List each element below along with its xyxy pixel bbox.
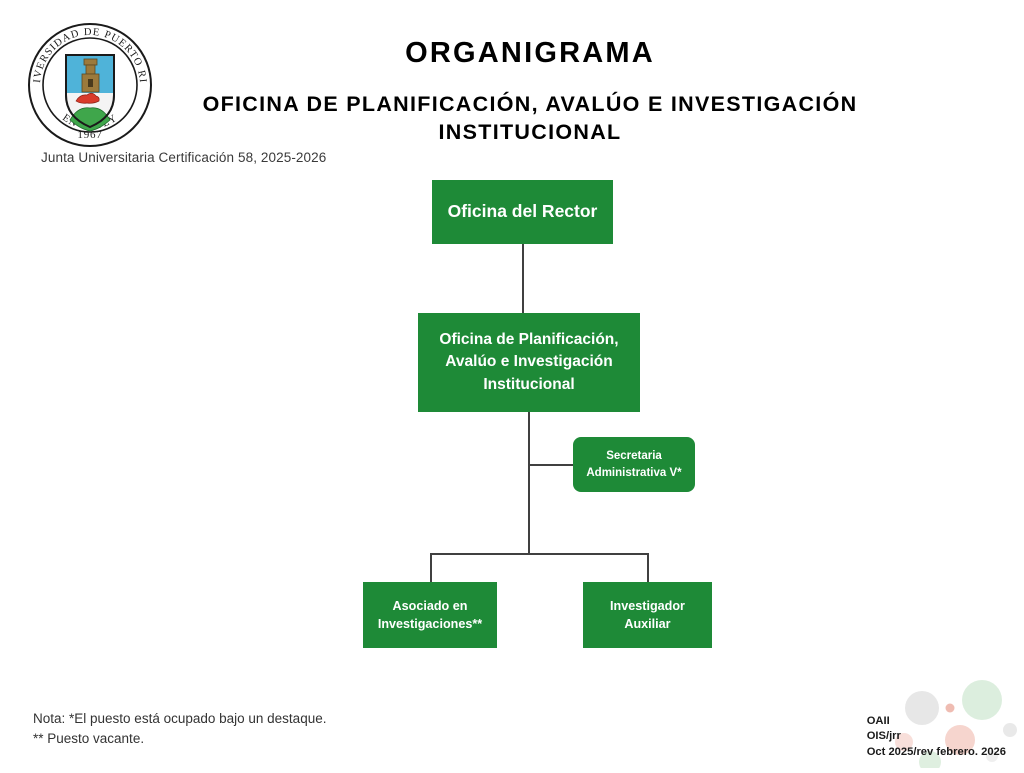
org-node-asociado-investigaciones[interactable]: Asociado en Investigaciones** bbox=[363, 582, 497, 648]
signature-line-2: OIS/jrr bbox=[866, 730, 901, 743]
org-node-oficina-planificacion[interactable]: Oficina de Planificación, Avalúo e Inves… bbox=[418, 313, 640, 412]
seal-year: 1967 bbox=[77, 129, 102, 141]
connector-to-investigador bbox=[647, 553, 649, 582]
footnote-line-2: ** Puesto vacante. bbox=[33, 731, 145, 747]
certification-line: Junta Universitaria Certificación 58, 20… bbox=[41, 150, 327, 165]
org-node-label: Secretaria Administrativa V* bbox=[586, 449, 682, 479]
document-signature-block: OAII OIS/jrr Oct 2025/rev febrero. 2026 bbox=[867, 714, 1006, 760]
signature-line-3: Oct 2025/rev febrero. 2026 bbox=[866, 745, 1006, 758]
connector-rector-to-oaii bbox=[522, 244, 524, 313]
connector-oaii-trunk bbox=[528, 412, 530, 554]
connector-split-bar bbox=[430, 553, 648, 555]
footnote-line-1: Nota: *El puesto está ocupado bajo un de… bbox=[33, 711, 327, 726]
university-seal-logo: UNIVERSIDAD DE PUERTO RICO EN CAYEY bbox=[22, 13, 154, 149]
org-node-secretaria-administrativa[interactable]: Secretaria Administrativa V* bbox=[573, 437, 695, 492]
org-node-label: Investigador Auxiliar bbox=[610, 598, 685, 631]
page-title: ORGANIGRAMA bbox=[405, 37, 655, 69]
page-subtitle: OFICINA DE PLANIFICACIÓN, AVALÚO E INVES… bbox=[202, 92, 858, 145]
org-node-label: Asociado en Investigaciones** bbox=[377, 598, 483, 631]
signature-line-1: OAII bbox=[866, 714, 890, 727]
org-node-label: Oficina de Planificación, Avalúo e Inves… bbox=[439, 330, 619, 393]
org-node-oficina-del-rector[interactable]: Oficina del Rector bbox=[432, 180, 613, 244]
connector-oaii-to-secretaria bbox=[528, 464, 573, 466]
connector-to-asociado bbox=[430, 553, 432, 582]
org-node-investigador-auxiliar[interactable]: Investigador Auxiliar bbox=[583, 582, 712, 648]
footnotes: Nota: *El puesto está ocupado bajo un de… bbox=[33, 709, 326, 750]
org-node-label: Oficina del Rector bbox=[447, 201, 598, 222]
